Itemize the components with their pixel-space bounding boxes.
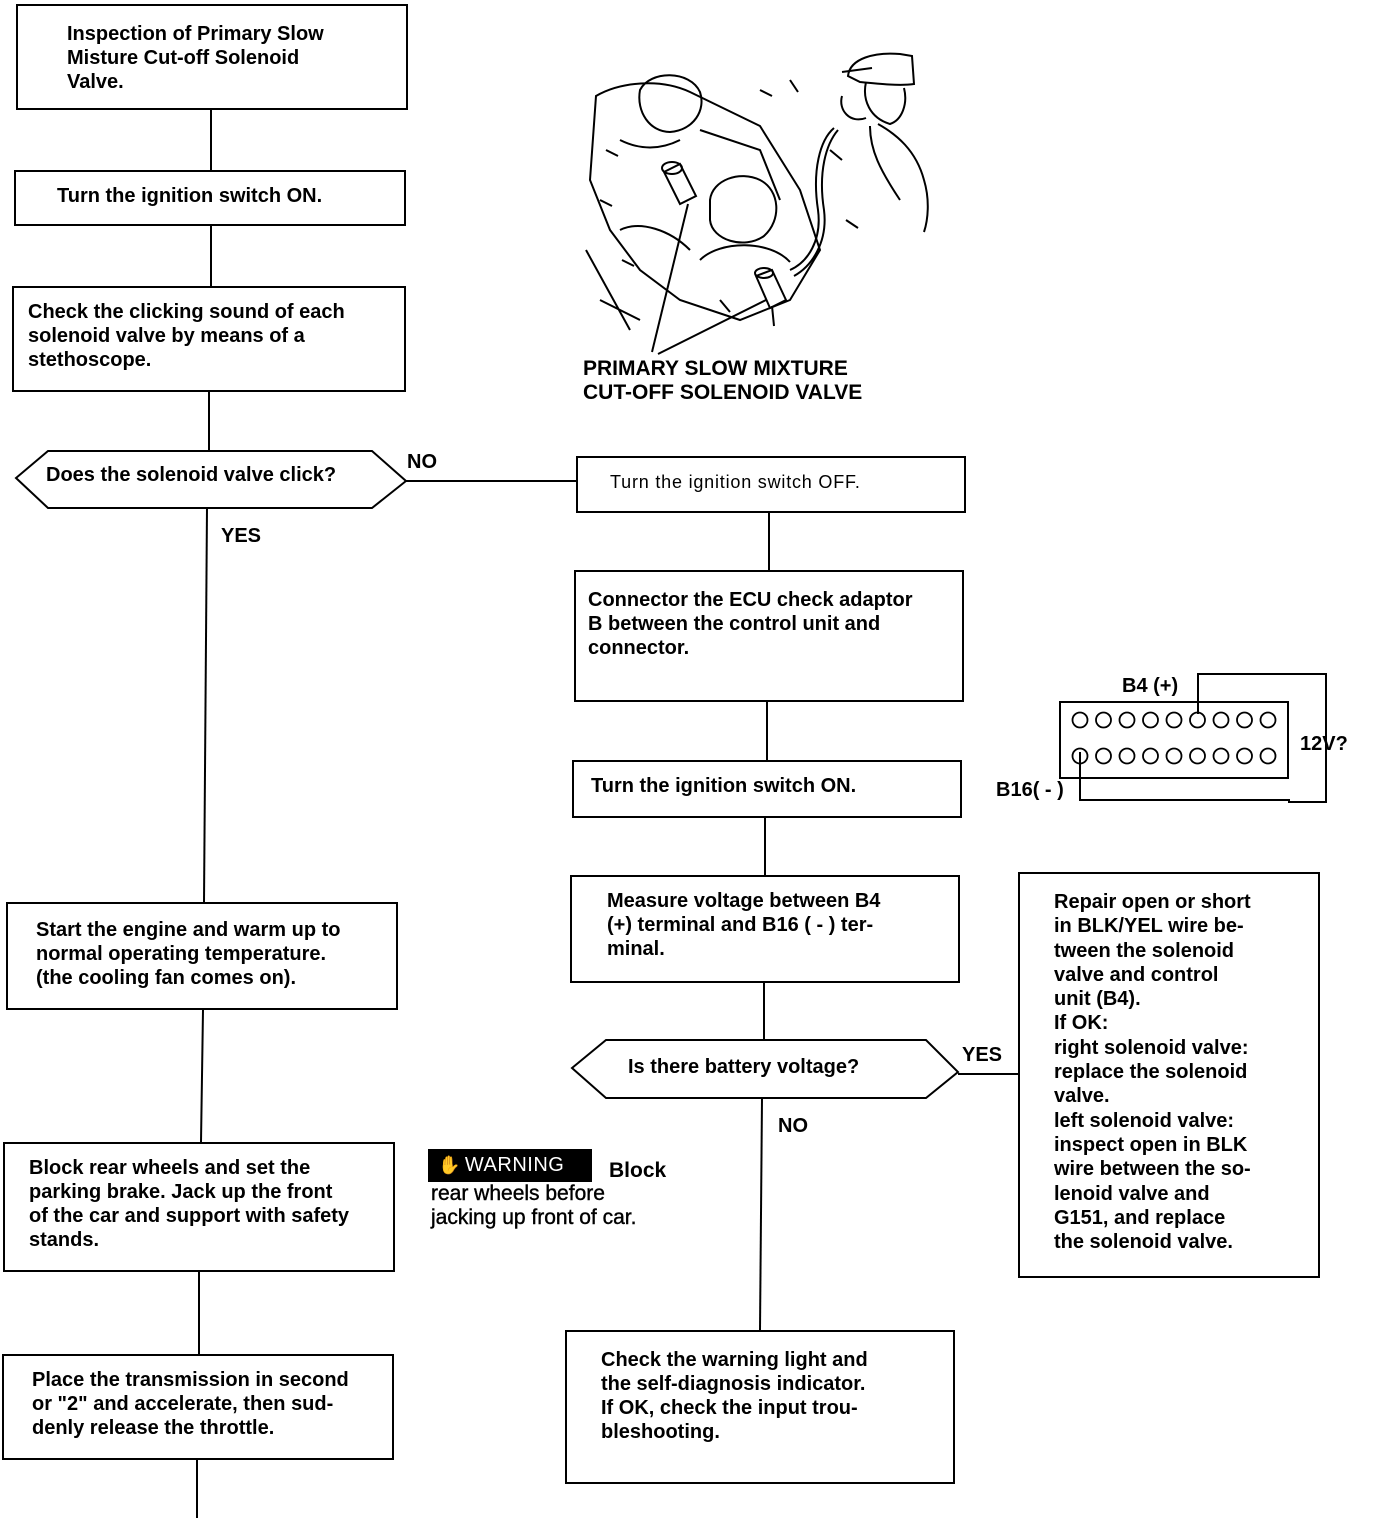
transmission-box: Place the transmission in second or "2" … [2,1354,394,1460]
question-solenoid-click: Does the solenoid valve click? [46,464,337,486]
connector-pin-bottom [1118,747,1136,765]
ignition-off-box: Turn the ignition switch OFF. [576,456,966,513]
yes-label-voltage: YES [962,1044,1003,1066]
check-clicking-box: Check the clicking sound of each solenoi… [12,286,406,392]
connector-pin-bottom [1095,747,1112,765]
repair-box: Repair open or short in BLK/YEL wire be-… [1018,872,1320,1278]
illustration-caption: PRIMARY SLOW MIXTURE CUT-OFF SOLENOID VA… [583,357,863,404]
no-label-voltage: NO [778,1115,808,1137]
hand-warning-icon: ✋ [438,1155,461,1175]
connector-pin-bottom [1236,747,1253,765]
connector-pin-top [1236,711,1253,729]
engine-bay-illustration [585,52,929,355]
title-box: Inspection of Primary Slow Misture Cut-o… [16,4,408,110]
ignition-on-box-right: Turn the ignition switch ON. [572,760,962,818]
warning-badge-label: WARNING [464,1154,565,1176]
connector-pin-top [1071,711,1089,729]
connector-pin-top [1142,711,1159,729]
warning-badge: ✋WARNING [428,1149,592,1182]
connector-pin-top [1165,711,1183,729]
decision-shape-voltage [570,1039,960,1099]
block-wheels-box: Block rear wheels and set the parking br… [3,1142,395,1272]
warning-text: rear wheels before jacking up front of c… [431,1182,637,1229]
no-label-click: NO [407,451,437,473]
measure-voltage-box: Measure voltage between B4 (+) terminal … [570,875,960,983]
question-battery-voltage: Is there battery voltage? [628,1056,860,1078]
b16-minus-label: B16( - ) [996,779,1064,801]
connector-pin-top [1118,711,1136,729]
connector-pin-bottom [1165,747,1183,765]
connector-pin-bottom [1189,747,1206,765]
connector-pin-top [1095,711,1112,729]
ecu-connector-diagram [1059,673,1327,803]
ignition-on-box-left: Turn the ignition switch ON. [14,170,406,226]
check-warning-box: Check the warning light and the self-dia… [565,1330,955,1484]
connector-pin-bottom [1212,747,1230,765]
b4-plus-label: B4 (+) [1122,675,1179,697]
connector-pin-bottom [1142,747,1159,765]
connector-pin-top [1259,711,1277,729]
start-engine-box: Start the engine and warm up to normal o… [6,902,398,1010]
connector-pin-bottom [1259,747,1277,765]
yes-label-click: YES [221,525,262,547]
voltage-12v-label: 12V? [1300,733,1348,755]
connect-adaptor-box: Connector the ECU check adaptor B betwee… [574,570,964,702]
connector-pin-top [1212,711,1230,729]
decision-shape-click [14,450,408,509]
warning-text-first: Block [609,1159,667,1182]
